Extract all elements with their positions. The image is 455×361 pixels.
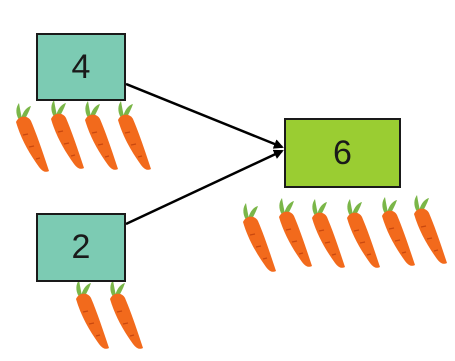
carrot-icon (413, 194, 448, 265)
carrot-icon (117, 100, 152, 171)
carrot-group-result (242, 194, 448, 273)
carrot-group-bottom (75, 279, 144, 350)
carrot-icon (346, 198, 381, 269)
carrot-icon (50, 99, 85, 170)
carrot-group-top (15, 99, 152, 173)
arrow-bottom-to-result (125, 149, 284, 226)
input-value-top: 4 (71, 47, 91, 86)
input-value-bottom: 2 (71, 228, 91, 266)
carrot-icon (75, 279, 110, 350)
carrot-icon (15, 102, 50, 173)
carrot-icon (311, 198, 346, 269)
result-value: 6 (333, 133, 352, 172)
input-box-top: 4 (36, 33, 126, 101)
input-box-bottom: 2 (36, 213, 126, 282)
carrot-icon (109, 279, 144, 350)
carrot-icon (381, 196, 416, 267)
carrot-icon (278, 197, 313, 268)
result-box: 6 (284, 118, 401, 188)
carrot-icon (242, 202, 277, 273)
arrow-top-to-result (125, 82, 284, 149)
carrot-icon (84, 100, 119, 171)
